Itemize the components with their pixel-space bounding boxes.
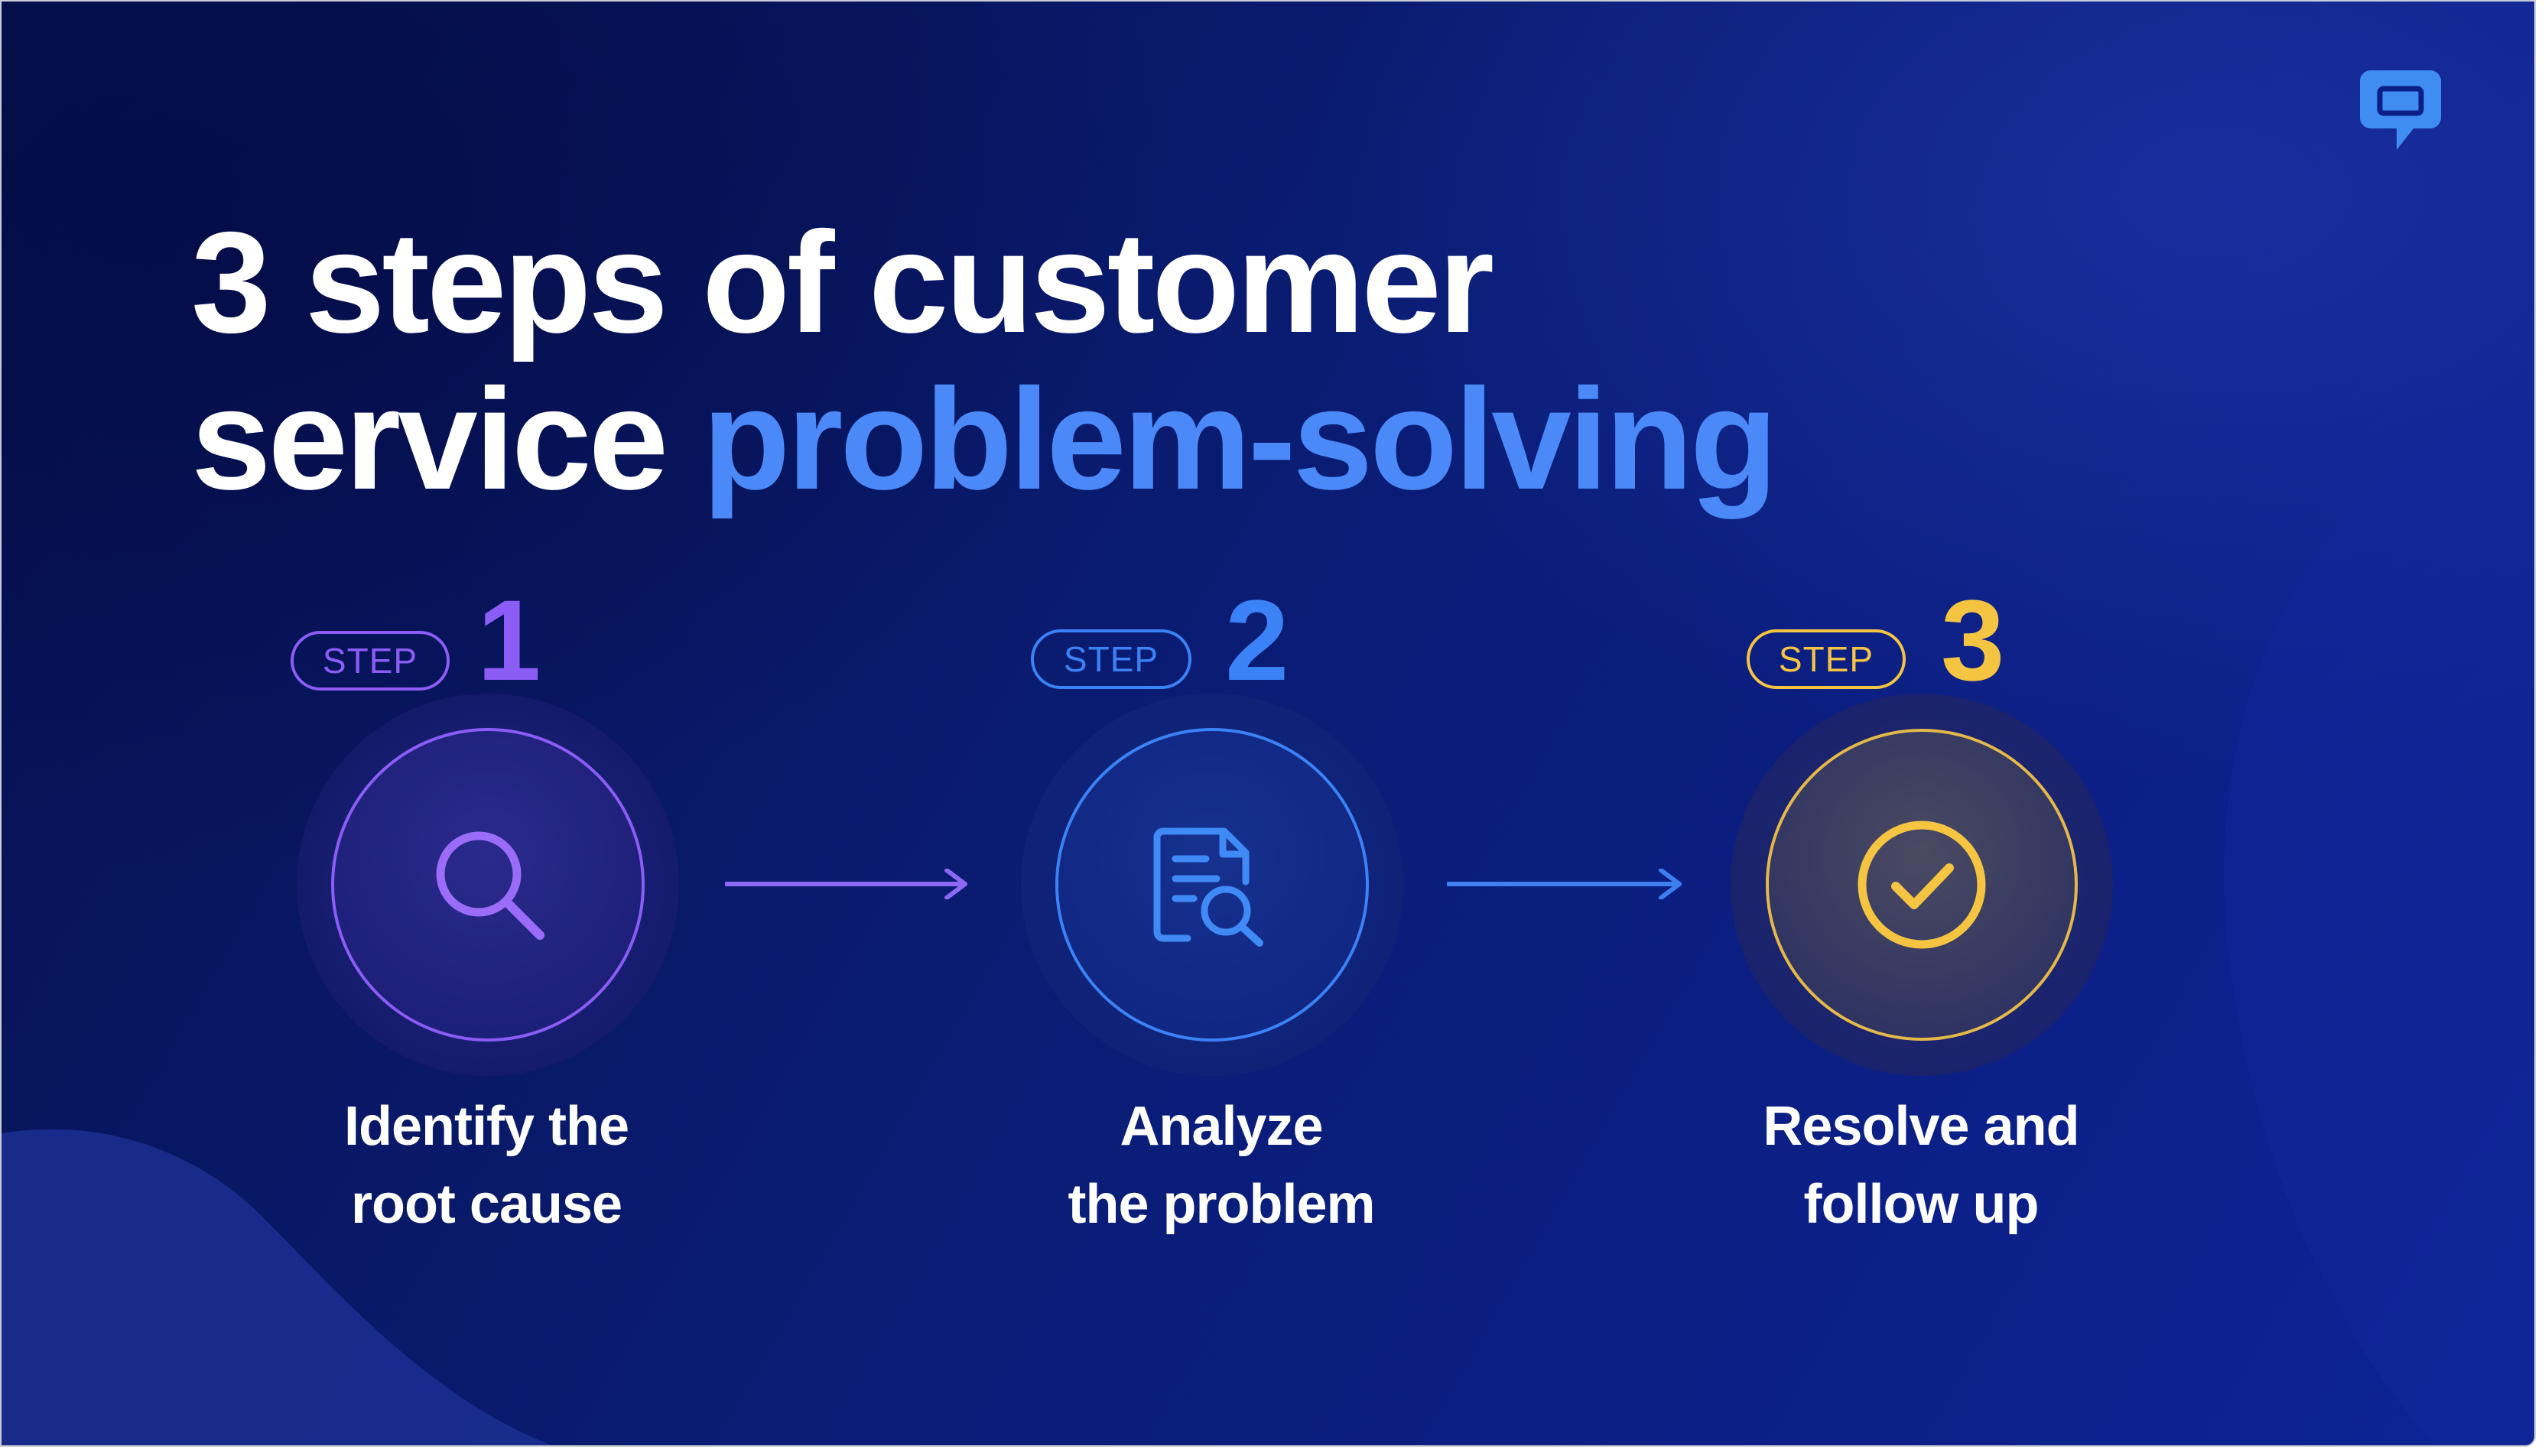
step-2-badge: STEP xyxy=(1031,629,1191,689)
step-2-circle xyxy=(1055,728,1369,1042)
step-2-label-line-1: Analyze xyxy=(1120,1096,1323,1157)
arrow-right-icon xyxy=(1447,869,1682,899)
step-3-label: Resolve and follow up xyxy=(1692,1087,2150,1243)
step-1-label-line-2: root cause xyxy=(350,1174,622,1235)
headline-line-2-accent: problem-solving xyxy=(702,359,1777,519)
step-1-label: Identify the root cause xyxy=(257,1087,716,1243)
step-1-circle xyxy=(331,728,645,1042)
step-1-badge: STEP xyxy=(291,631,450,691)
step-3-circle xyxy=(1766,729,2078,1041)
chat-bubble-logo-icon xyxy=(2360,70,2441,150)
step-3-circle-glow xyxy=(1731,694,2113,1076)
step-3-number: 3 xyxy=(1941,576,2005,704)
headline-line-2-plain: service xyxy=(191,359,668,519)
step-2-number: 2 xyxy=(1225,576,1289,704)
arrow-right-icon xyxy=(725,869,967,899)
document-search-icon xyxy=(1153,827,1263,947)
page-title: 3 steps of customer service problem-solv… xyxy=(191,202,1778,519)
step-1-label-line-1: Identify the xyxy=(343,1096,629,1157)
step-2-label: Analyze the problem xyxy=(992,1087,1451,1243)
decorative-arc-right xyxy=(2224,399,2534,1445)
headline-line-1: 3 steps of customer xyxy=(191,202,1494,362)
step-3-badge: STEP xyxy=(1747,629,1906,689)
check-circle-icon xyxy=(1858,821,1986,949)
step-3-label-line-2: follow up xyxy=(1803,1174,2040,1235)
search-icon xyxy=(436,831,544,940)
step-1-number: 1 xyxy=(477,576,541,704)
step-2-circle-glow xyxy=(1021,694,1403,1076)
step-1-circle-glow xyxy=(297,694,679,1076)
step-3-label-line-1: Resolve and xyxy=(1763,1096,2079,1157)
step-2-label-line-2: the problem xyxy=(1068,1174,1375,1235)
